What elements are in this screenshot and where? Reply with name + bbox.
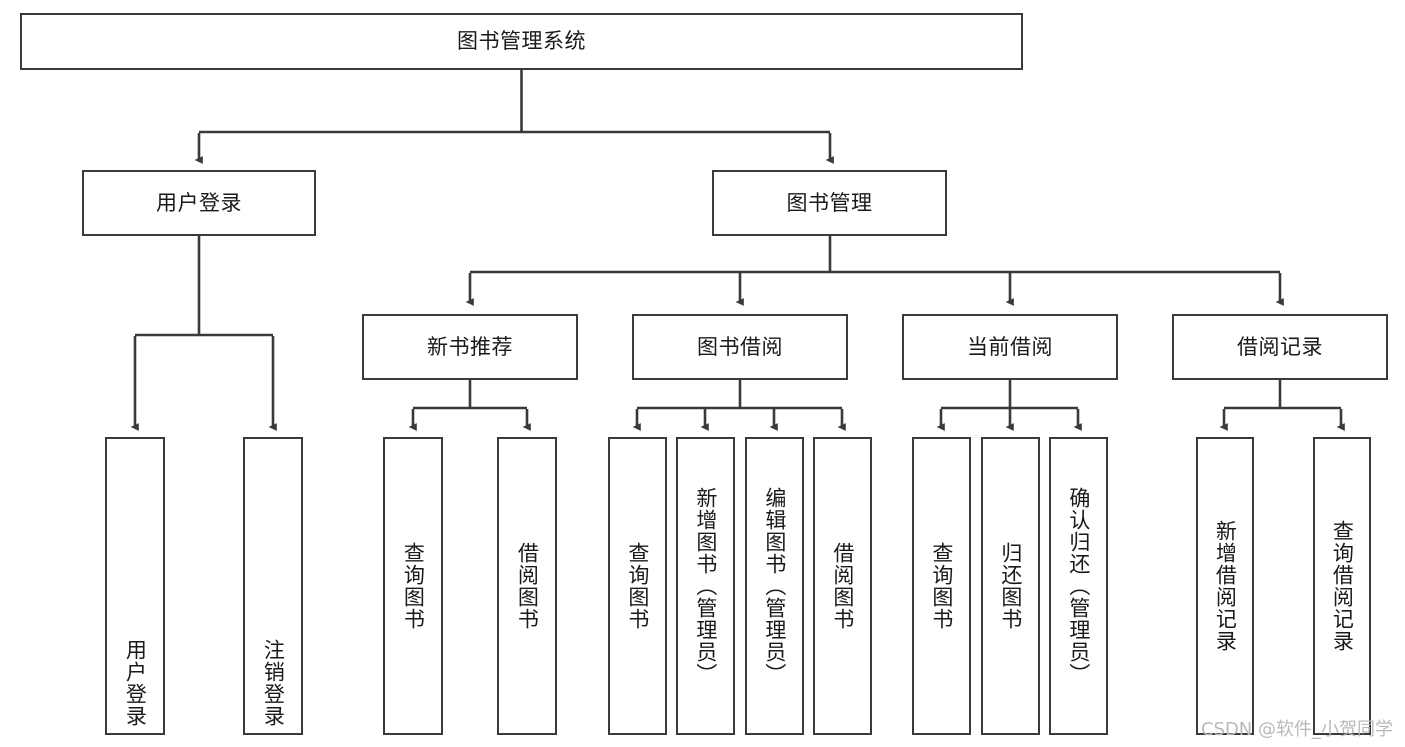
node-rec-add-record-label: 新增借阅记录 — [1213, 520, 1238, 652]
node-new-book-rec[interactable]: 新书推荐 — [362, 314, 578, 380]
node-current-borrow[interactable]: 当前借阅 — [902, 314, 1118, 380]
node-rec-query-record-label: 查询借阅记录 — [1330, 520, 1355, 652]
node-cur-confirm-return[interactable]: 确认归还（管理员） — [1049, 437, 1108, 735]
node-borrow-record[interactable]: 借阅记录 — [1172, 314, 1388, 380]
node-rec-borrow-book[interactable]: 借阅图书 — [497, 437, 557, 735]
node-rec-borrow-book-label: 借阅图书 — [515, 542, 540, 630]
node-cur-return-book[interactable]: 归还图书 — [981, 437, 1040, 735]
node-user-login-label: 用户登录 — [156, 190, 242, 215]
node-borrow-borrow-book-label: 借阅图书 — [830, 542, 855, 630]
node-borrow-query-book[interactable]: 查询图书 — [608, 437, 667, 735]
node-logout-user-label: 注销登录 — [261, 639, 286, 727]
node-new-book-rec-label: 新书推荐 — [427, 334, 513, 359]
node-borrow-edit-book[interactable]: 编辑图书（管理员） — [745, 437, 804, 735]
node-book-borrow[interactable]: 图书借阅 — [632, 314, 848, 380]
node-rec-add-record[interactable]: 新增借阅记录 — [1196, 437, 1254, 735]
node-book-manage[interactable]: 图书管理 — [712, 170, 947, 236]
node-borrow-add-book-label: 新增图书（管理员） — [693, 487, 718, 685]
node-borrow-query-book-label: 查询图书 — [625, 542, 650, 630]
node-login-user-label: 用户登录 — [123, 639, 148, 727]
node-user-login[interactable]: 用户登录 — [82, 170, 316, 236]
node-root[interactable]: 图书管理系统 — [20, 13, 1023, 70]
node-rec-query-book[interactable]: 查询图书 — [383, 437, 443, 735]
node-book-manage-label: 图书管理 — [786, 190, 873, 215]
node-rec-query-book-label: 查询图书 — [401, 542, 426, 630]
node-borrow-add-book[interactable]: 新增图书（管理员） — [676, 437, 735, 735]
csdn-watermark: CSDN @软件_小贺同学 — [1200, 719, 1393, 740]
node-login-user[interactable]: 用户登录 — [105, 437, 165, 735]
node-root-label: 图书管理系统 — [457, 29, 586, 53]
node-borrow-record-label: 借阅记录 — [1237, 334, 1323, 359]
node-borrow-edit-book-label: 编辑图书（管理员） — [762, 487, 787, 685]
node-book-borrow-label: 图书借阅 — [697, 334, 783, 359]
node-cur-return-book-label: 归还图书 — [998, 542, 1023, 630]
node-current-borrow-label: 当前借阅 — [967, 334, 1053, 359]
node-cur-query-book-label: 查询图书 — [929, 542, 954, 630]
node-logout-user[interactable]: 注销登录 — [243, 437, 303, 735]
node-cur-query-book[interactable]: 查询图书 — [912, 437, 971, 735]
node-cur-confirm-return-label: 确认归还（管理员） — [1066, 487, 1091, 685]
node-borrow-borrow-book[interactable]: 借阅图书 — [813, 437, 872, 735]
node-rec-query-record[interactable]: 查询借阅记录 — [1313, 437, 1371, 735]
